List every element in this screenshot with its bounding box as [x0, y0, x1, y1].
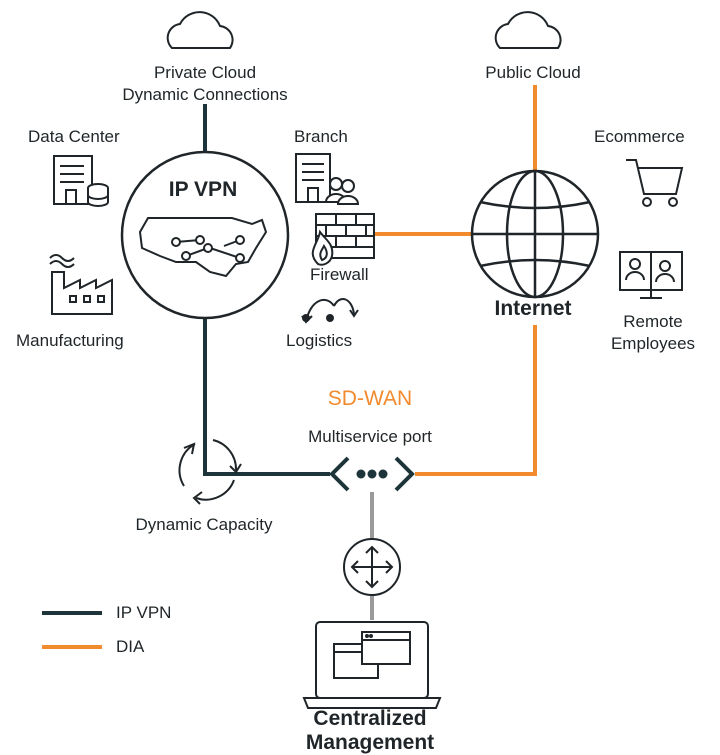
- private-cloud-label: Private Cloud: [153, 63, 257, 82]
- private-cloud-label-line2: Dynamic Connections: [122, 84, 287, 106]
- firewall-label: Firewall: [310, 265, 369, 284]
- dia-links: [374, 85, 537, 476]
- vpn-network-icon: [171, 235, 245, 263]
- us-map-icon: [138, 217, 268, 278]
- dia-link-sdwan: [415, 325, 537, 476]
- shopping-cart-icon: [626, 159, 684, 207]
- dynamic-capacity-icon: [178, 439, 242, 505]
- ipvpn-links: [203, 104, 330, 476]
- remote-employees-icon: [619, 251, 683, 299]
- centralized-management-label-line2: Management: [306, 730, 434, 755]
- logistics-label: Logistics: [286, 331, 353, 350]
- sd-wan-label: SD-WAN: [327, 387, 413, 410]
- multiservice-port-icon: [329, 456, 415, 492]
- private-cloud-label-2: Dynamic Connections: [122, 85, 288, 104]
- data-center-icon: [53, 155, 109, 207]
- centralized-management-label-2: Management: [305, 731, 435, 754]
- legend-label-ipvpn: IP VPN: [116, 603, 172, 622]
- public-cloud-label: Public Cloud: [485, 63, 581, 82]
- ipvpn-link-sdwan: [203, 312, 330, 476]
- ip-vpn-label: IP VPN: [168, 178, 238, 201]
- centralized-management-label: Centralized: [313, 707, 427, 730]
- dynamic-capacity-label: Dynamic Capacity: [135, 515, 273, 534]
- centralized-management-label-line1: Centralized: [313, 706, 426, 731]
- move-arrows-icon: [343, 538, 401, 596]
- legend-label-dia: DIA: [116, 637, 145, 656]
- private-cloud-icon: [166, 11, 234, 49]
- data-center-label: Data Center: [28, 127, 120, 146]
- laptop-icon: [302, 621, 442, 709]
- branch-icon: [295, 153, 360, 205]
- internet-label: Internet: [494, 297, 572, 320]
- private-cloud-label-line1: Private Cloud: [154, 62, 256, 84]
- branch-label: Branch: [294, 127, 348, 146]
- legend-swatch-ipvpn: [42, 611, 102, 615]
- legend-swatch-dia: [42, 645, 102, 649]
- remote-employees-label: Remote: [623, 312, 683, 331]
- internet-globe-icon: [470, 169, 600, 299]
- ecommerce-label: Ecommerce: [594, 127, 685, 146]
- remote-employees-label-2: Employees: [610, 334, 696, 353]
- logistics-icon: [301, 298, 359, 324]
- remote-employees-label-line1: Remote: [623, 311, 683, 333]
- manufacturing-label: Manufacturing: [16, 331, 124, 350]
- firewall-icon: [311, 213, 375, 266]
- factory-icon: [49, 254, 113, 315]
- public-cloud-icon: [494, 11, 562, 49]
- remote-employees-label-line2: Employees: [611, 333, 695, 355]
- multiservice-port-label: Multiservice port: [308, 427, 432, 446]
